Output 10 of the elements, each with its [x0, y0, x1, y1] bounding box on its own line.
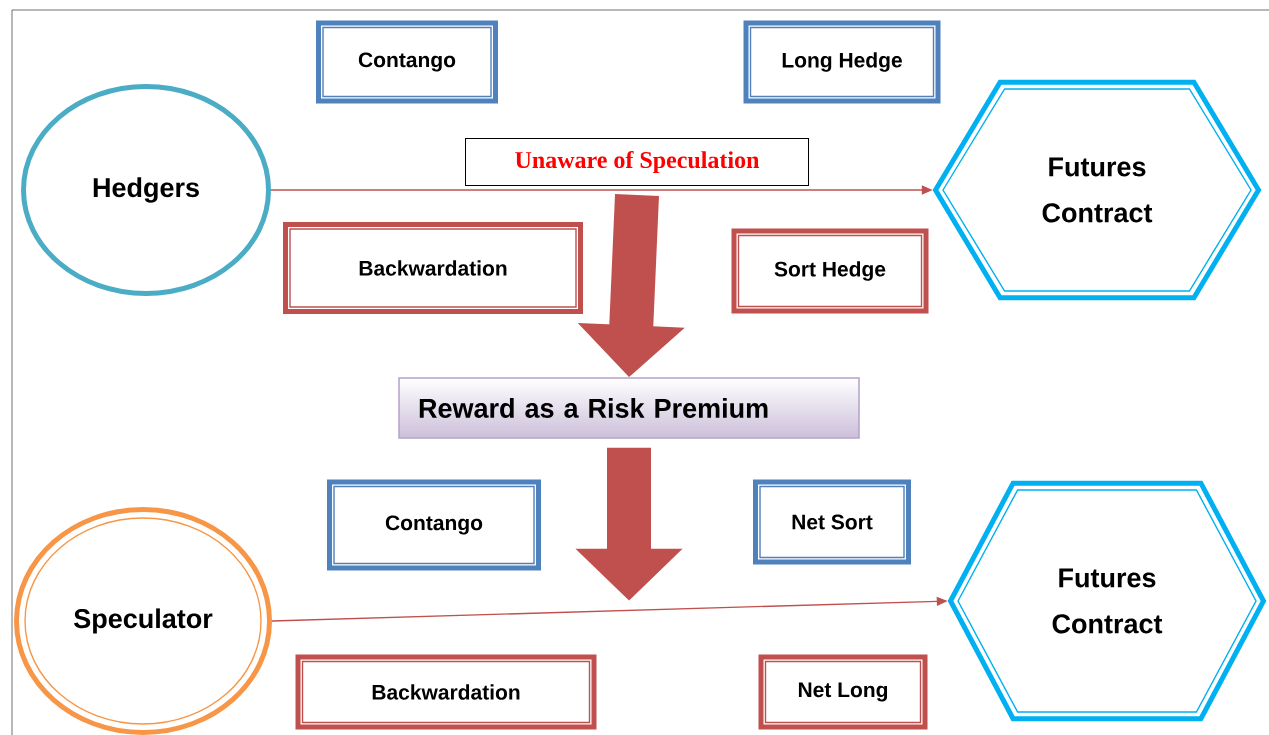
label-box: Backwardation	[283, 222, 583, 314]
premium-box: Reward as a Risk Premium	[398, 377, 860, 439]
label-box: Net Long	[758, 654, 928, 730]
label-box: Net Sort	[753, 479, 911, 565]
label-box: Sort Hedge	[731, 228, 929, 314]
title-box: Unaware of Speculation	[465, 138, 809, 186]
label-box: Backwardation	[295, 654, 597, 730]
label-box: Contango	[316, 20, 498, 104]
label-box: Long Hedge	[743, 20, 941, 104]
label-box: Contango	[327, 479, 541, 571]
